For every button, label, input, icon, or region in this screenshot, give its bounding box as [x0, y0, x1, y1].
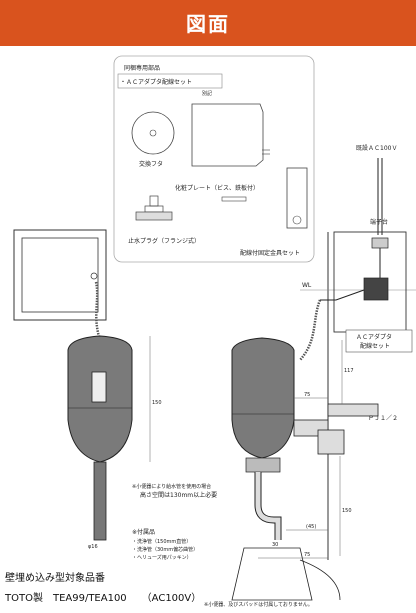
acc-heading: ※付属品 — [132, 528, 155, 536]
page-title: 図面 — [186, 12, 230, 36]
terminal-label: 端子台 — [370, 218, 388, 226]
dim-30: 30 — [272, 542, 278, 548]
plug-label: 止水プラグ（フランジ式） — [128, 237, 200, 245]
power-label: 既設ＡＣ100Ｖ — [356, 144, 397, 152]
plate-label: 化粧プレート（ビス、鉄板付） — [175, 184, 259, 192]
exchange-cap-inner — [149, 129, 157, 137]
wl-label: WL — [302, 282, 312, 289]
target-models-list: TOTO製 TEA99/TEA100 （AC100V） — [5, 593, 202, 604]
acc-2: ・洗浄管（30mm偏芯曲管） — [132, 546, 198, 553]
bracket-label: 配線付固定金具セット — [240, 249, 300, 257]
target-models-heading: 壁埋め込み型対象品番 — [5, 573, 105, 584]
dim-75-bottom: 75 — [304, 552, 310, 558]
adapter-label-2: 配線セット — [360, 342, 390, 350]
dim-117: 117 — [344, 368, 354, 374]
exchange-cap-outer — [131, 111, 175, 155]
header-bar — [0, 0, 416, 46]
footer-note: ※小便器、及びスパッドは付属しておりません。 — [204, 601, 313, 608]
flex-cable-left — [94, 281, 102, 341]
kit-sub: 別記 — [202, 90, 212, 97]
terminal-block — [371, 237, 389, 249]
dia-label: φ16 — [88, 544, 98, 550]
pipe-label: ＰＪ１／２ — [368, 415, 398, 422]
wired-bracket — [286, 167, 308, 229]
decor-plate — [191, 103, 264, 167]
acc-3: ・ヘリューズ用パッキン） — [132, 554, 192, 561]
parts-box — [113, 55, 315, 263]
cap-label: 交換フタ — [139, 160, 163, 168]
valve-body-side — [231, 337, 295, 459]
dim-75-top: 75 — [304, 392, 310, 398]
parts-heading: 同梱専用部品 — [124, 64, 160, 72]
acc-1: ・洗浄管（150mm直管） — [132, 538, 191, 545]
screw — [221, 196, 247, 202]
urinal-spud — [231, 547, 313, 601]
note-1: ※小便器により給水管を使用の場合 — [132, 483, 211, 490]
note-2: 高さ空間は130mm以上必要 — [140, 491, 217, 499]
kit-label-box — [117, 73, 223, 89]
stop-plug-flange — [135, 211, 173, 221]
dim-150-right: 150 — [342, 508, 352, 514]
wall-box — [13, 229, 107, 321]
adapter-label-1: ＡＣアダプタ — [356, 333, 392, 341]
kit-label: ・ＡＣアダプタ配線セット — [120, 78, 192, 86]
flush-pipe-side — [254, 472, 282, 540]
flush-pipe-front — [93, 461, 107, 541]
dim-45: (45) — [306, 524, 316, 530]
dim-150-left: 150 — [152, 400, 162, 406]
flex-cable-right — [299, 299, 322, 361]
ac-adapter — [363, 277, 389, 301]
